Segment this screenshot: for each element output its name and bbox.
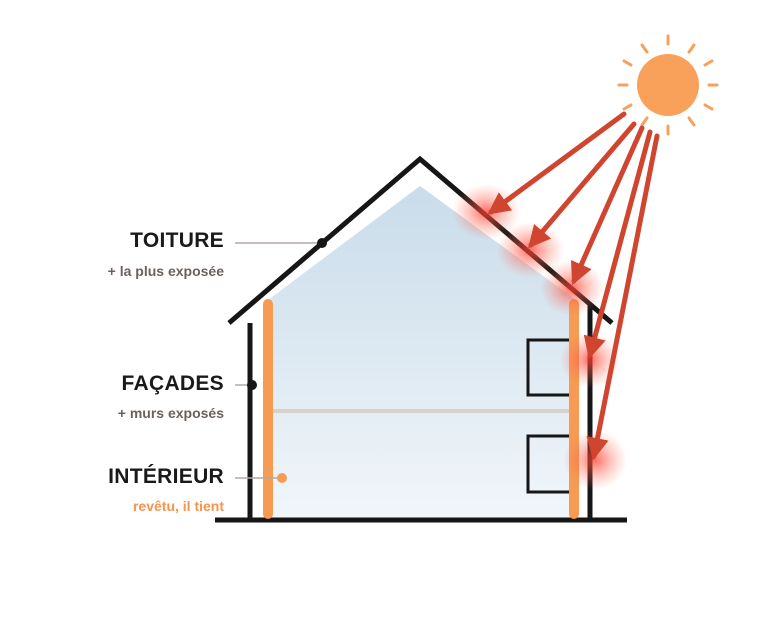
toiture-marker [317, 238, 327, 248]
ray-arrow-icon-2 [528, 121, 637, 249]
facades-subtitle: + murs exposés [117, 405, 224, 421]
ray-arrow-icon-1 [487, 111, 627, 215]
facades-label: FAÇADES [121, 372, 224, 395]
toiture-subtitle: + la plus exposée [107, 263, 224, 279]
ray-arrow-icon-3 [571, 125, 645, 286]
ray-arrow-icon-5 [586, 133, 660, 461]
sun-icon [617, 34, 719, 136]
house-interior [268, 186, 576, 518]
ray-arrow-icon-4 [583, 129, 653, 360]
sun-rays [487, 111, 660, 461]
interieur-marker [277, 473, 287, 483]
facades-marker [247, 380, 257, 390]
toiture-label: TOITURE [130, 229, 224, 252]
heat-spot-roof-3 [540, 260, 604, 316]
interieur-subtitle: revêtu, il tient [132, 498, 224, 514]
interieur-label: INTÉRIEUR [108, 465, 224, 488]
